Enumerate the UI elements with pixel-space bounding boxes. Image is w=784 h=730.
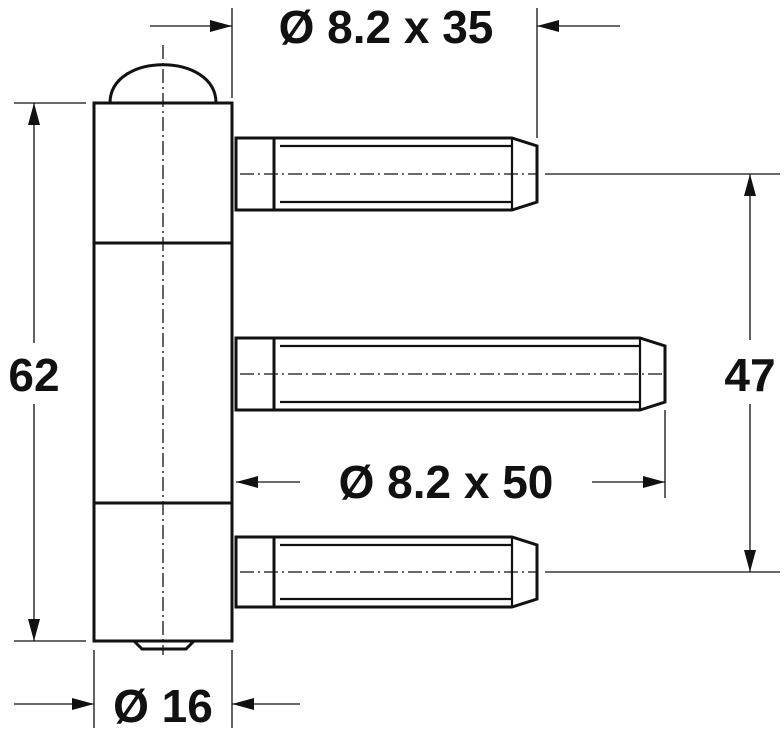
dimension-label-diameter: Ø 16 (113, 680, 213, 730)
dimension-label-middle-pin: Ø 8.2 x 50 (339, 456, 554, 508)
top-pin (234, 136, 539, 212)
dimension-label-top-pin: Ø 8.2 x 35 (279, 1, 494, 53)
arrowhead (72, 698, 94, 710)
bottom-pin (234, 535, 539, 609)
arrowhead (28, 619, 40, 641)
dimension-middle-pin: Ø 8.2 x 50 (236, 410, 666, 508)
dimension-diameter: Ø 16 (14, 650, 300, 730)
arrowhead (744, 174, 756, 196)
middle-pin-shaft (274, 336, 667, 412)
dimension-top-pin: Ø 8.2 x 35 (150, 1, 620, 138)
arrowhead (643, 476, 665, 488)
dimension-label-pin-spacing: 47 (724, 349, 775, 401)
middle-pin (234, 336, 667, 412)
arrowhead (28, 103, 40, 125)
arrowhead (236, 476, 258, 488)
arrowhead (210, 20, 232, 32)
hinge-barrel (92, 45, 234, 655)
arrowhead (232, 698, 254, 710)
arrowhead (744, 550, 756, 572)
arrowhead (537, 20, 559, 32)
barrel-bottom-tip (132, 639, 196, 651)
dimension-height: 62 (8, 102, 86, 642)
dimension-label-height: 62 (8, 349, 59, 401)
dimension-pin-spacing: 47 (545, 173, 780, 573)
